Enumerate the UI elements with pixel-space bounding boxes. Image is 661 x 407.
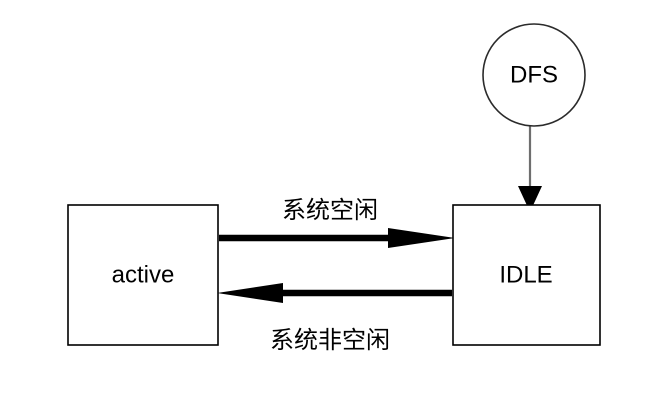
node-active-shape[interactable] <box>67 204 219 346</box>
node-dfs-shape[interactable] <box>482 23 586 127</box>
node-idle[interactable]: IDLE <box>452 204 601 346</box>
active-to-idle-arrowhead <box>388 228 455 248</box>
node-active-label: active <box>112 261 175 288</box>
node-dfs[interactable]: DFS <box>482 23 586 127</box>
node-dfs-label: DFS <box>510 61 558 88</box>
node-idle-shape[interactable] <box>452 204 601 346</box>
edge-dfs-to-idle <box>518 126 542 212</box>
dfs-to-idle-arrowhead <box>518 186 542 212</box>
edge-idle-to-active <box>217 283 452 303</box>
idle-to-active-arrowhead <box>217 283 283 303</box>
edge-label-idle-to-active: 系统非空闲 <box>270 326 390 354</box>
edge-active-to-idle <box>219 228 455 248</box>
edge-label-active-to-idle: 系统空闲 <box>282 196 378 224</box>
node-active[interactable]: active <box>67 204 219 346</box>
node-idle-label: IDLE <box>499 261 552 288</box>
